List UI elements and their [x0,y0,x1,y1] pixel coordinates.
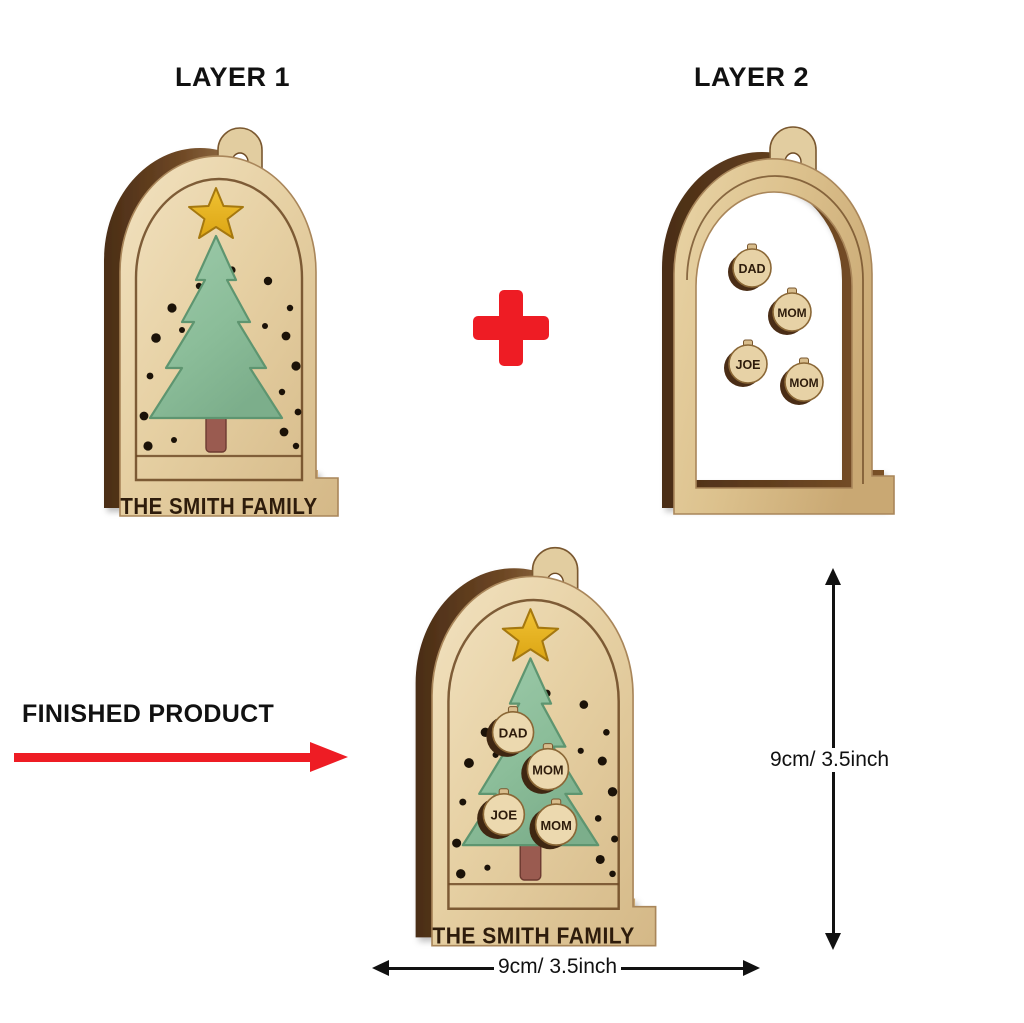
layer-2-name-tags: DAD MOM JOE MOM [724,243,824,405]
height-arrow-head-bottom [825,933,841,950]
height-dimension-label: 9cm/ 3.5inch [766,748,894,772]
layer-1-family-text: THE SMITH FAMILY [120,493,317,519]
height-arrow-head-top [825,568,841,585]
name-tag[interactable]: JOE [477,788,526,839]
finished-family-text: THE SMITH FAMILY [432,923,634,949]
layer-2-title: LAYER 2 [694,62,810,92]
finished-product-ornament: DAD MOM JOE MOM [396,546,706,960]
name-tag-label: JOE [735,358,760,372]
name-tag[interactable]: DAD [728,243,772,291]
layer-1-inner-border [134,177,304,482]
arrow-shaft [14,753,314,762]
name-tag-label: MOM [789,376,818,390]
finished-product-svg: DAD MOM JOE MOM [415,546,657,949]
finished-snow-dots [452,689,619,879]
name-tag-label: MOM [532,762,563,777]
name-tag-label: DAD [499,725,528,740]
finished-product-arrow-icon [14,742,348,772]
plus-icon-vertical-bar [499,290,523,366]
layer-2-ornament: DAD MOM JOE MOM [640,126,950,530]
name-tag[interactable]: MOM [780,357,824,405]
name-tag[interactable]: MOM [768,287,812,335]
layer-2-front-frame [673,158,895,515]
name-tag-label: MOM [540,818,571,833]
arrow-head [310,742,348,772]
finished-product-label: FINISHED PRODUCT [22,700,275,728]
layer-1-tree [148,234,284,420]
name-tag[interactable]: MOM [521,743,570,794]
width-arrow-head-right [743,960,760,976]
name-tag[interactable]: JOE [724,339,768,387]
finished-star [501,608,560,662]
name-tag-label: MOM [777,306,806,320]
finished-inner-border [447,598,620,910]
name-tag[interactable]: MOM [529,798,578,850]
layer-2-frame-engrave-line [686,175,864,484]
plus-icon [473,290,549,366]
layer-1-svg: THE SMITH FAMILY [104,127,339,519]
name-tag[interactable]: DAD [486,706,535,757]
layer-2-svg: DAD MOM JOE MOM [662,126,895,515]
layer-1-star [188,187,244,239]
finished-name-tags: DAD MOM JOE MOM [477,706,578,850]
name-tag-label: JOE [490,807,517,822]
width-arrow-head-left [372,960,389,976]
name-tag-label: DAD [738,262,765,276]
width-dimension-label: 9cm/ 3.5inch [494,955,622,979]
layer-1-title: LAYER 1 [175,62,291,92]
layer-1-ornament: THE SMITH FAMILY [86,127,386,530]
